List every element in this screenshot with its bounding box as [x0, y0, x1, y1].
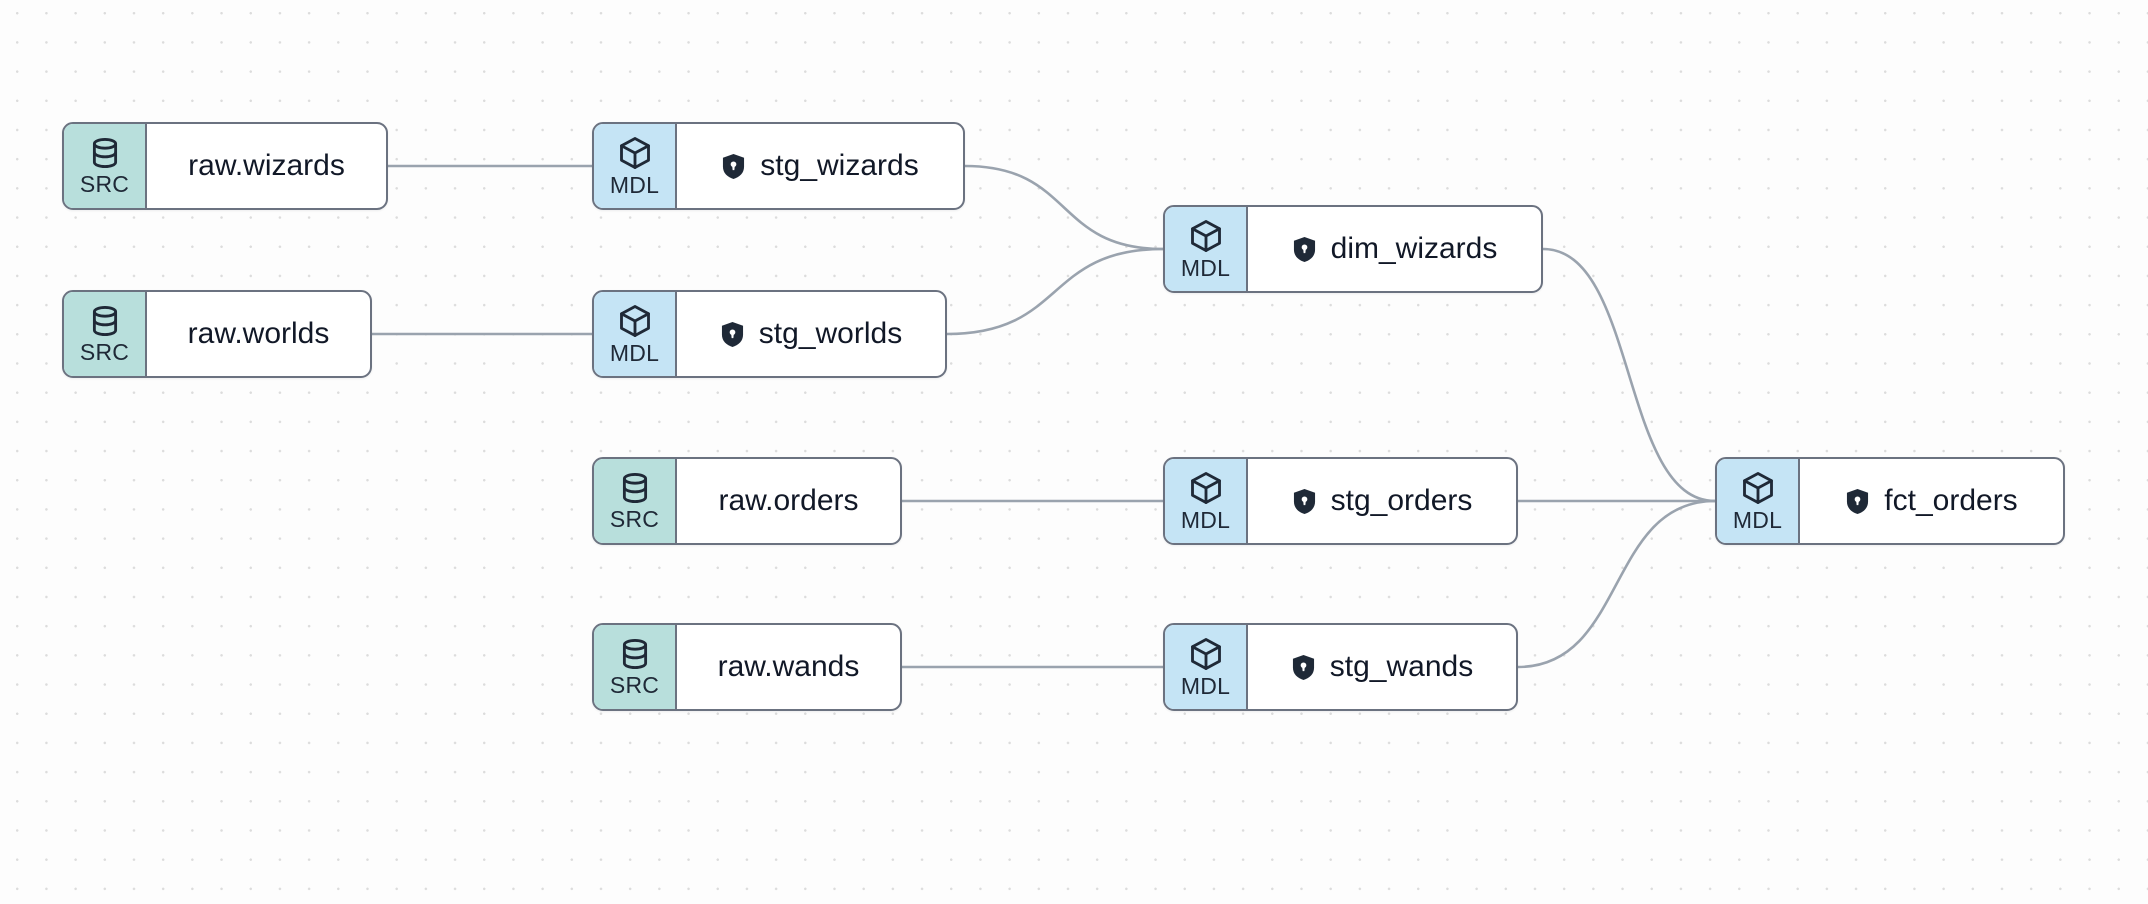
node-label: dim_wizards [1330, 232, 1498, 265]
node-type-badge-raw_worlds: SRC [64, 292, 147, 376]
node-body-fct_orders: fct_orders [1800, 459, 2063, 543]
edge-dim_wizards-to-fct_orders [1541, 247, 1717, 503]
edge-stg_wands-to-fct_orders [1516, 499, 1717, 669]
node-type-badge-raw_wands: SRC [594, 625, 677, 709]
node-label: stg_orders [1330, 484, 1473, 517]
cube-icon [617, 135, 653, 171]
node-label: stg_worlds [758, 317, 903, 350]
cube-icon [1188, 636, 1224, 672]
node-stg_wizards[interactable]: MDL stg_wizards [592, 122, 965, 210]
node-type-label: MDL [1180, 673, 1231, 699]
shield-lock-icon [1845, 488, 1870, 515]
node-type-badge-stg_orders: MDL [1165, 459, 1248, 543]
node-body-stg_worlds: stg_worlds [677, 292, 945, 376]
shield-lock-icon [1291, 654, 1316, 681]
node-body-stg_wands: stg_wands [1248, 625, 1516, 709]
database-icon [88, 304, 122, 338]
node-type-label: SRC [609, 506, 660, 532]
database-icon [88, 136, 122, 170]
node-label: raw.wands [717, 650, 860, 683]
node-type-label: MDL [1732, 507, 1783, 533]
cube-icon [1188, 218, 1224, 254]
shield-lock-icon [720, 321, 745, 348]
node-body-stg_orders: stg_orders [1248, 459, 1516, 543]
node-body-dim_wizards: dim_wizards [1248, 207, 1541, 291]
node-type-label: SRC [609, 672, 660, 698]
node-raw_orders[interactable]: SRC raw.orders [592, 457, 902, 545]
node-raw_wizards[interactable]: SRC raw.wizards [62, 122, 388, 210]
node-type-badge-stg_worlds: MDL [594, 292, 677, 376]
node-body-stg_wizards: stg_wizards [677, 124, 963, 208]
node-body-raw_worlds: raw.worlds [147, 292, 370, 376]
node-stg_orders[interactable]: MDL stg_orders [1163, 457, 1518, 545]
node-fct_orders[interactable]: MDL fct_orders [1715, 457, 2065, 545]
node-type-label: MDL [609, 340, 660, 366]
edge-stg_worlds-to-dim_wizards [945, 247, 1165, 336]
cube-icon [617, 303, 653, 339]
node-type-badge-raw_orders: SRC [594, 459, 677, 543]
shield-lock-icon [721, 153, 746, 180]
node-body-raw_wands: raw.wands [677, 625, 900, 709]
shield-lock-icon [1292, 488, 1317, 515]
node-label: stg_wizards [760, 149, 919, 182]
node-stg_worlds[interactable]: MDL stg_worlds [592, 290, 947, 378]
cube-icon [1740, 470, 1776, 506]
node-label: stg_wands [1329, 650, 1474, 683]
node-dim_wizards[interactable]: MDL dim_wizards [1163, 205, 1543, 293]
node-body-raw_orders: raw.orders [677, 459, 900, 543]
node-stg_wands[interactable]: MDL stg_wands [1163, 623, 1518, 711]
node-type-badge-stg_wizards: MDL [594, 124, 677, 208]
node-type-label: MDL [1180, 507, 1231, 533]
node-type-label: SRC [79, 171, 130, 197]
edge-stg_wizards-to-dim_wizards [963, 164, 1165, 251]
database-icon [618, 471, 652, 505]
node-label: raw.wizards [188, 149, 345, 182]
node-type-badge-fct_orders: MDL [1717, 459, 1800, 543]
node-raw_worlds[interactable]: SRC raw.worlds [62, 290, 372, 378]
node-type-label: MDL [609, 172, 660, 198]
node-type-label: MDL [1180, 255, 1231, 281]
node-label: raw.worlds [187, 317, 330, 350]
database-icon [618, 637, 652, 671]
node-type-badge-dim_wizards: MDL [1165, 207, 1248, 291]
node-label: raw.orders [718, 484, 859, 517]
node-type-badge-raw_wizards: SRC [64, 124, 147, 208]
node-raw_wands[interactable]: SRC raw.wands [592, 623, 902, 711]
node-body-raw_wizards: raw.wizards [147, 124, 386, 208]
shield-lock-icon [1292, 236, 1317, 263]
cube-icon [1188, 470, 1224, 506]
node-label: fct_orders [1884, 484, 2018, 517]
node-type-badge-stg_wands: MDL [1165, 625, 1248, 709]
node-type-label: SRC [79, 339, 130, 365]
